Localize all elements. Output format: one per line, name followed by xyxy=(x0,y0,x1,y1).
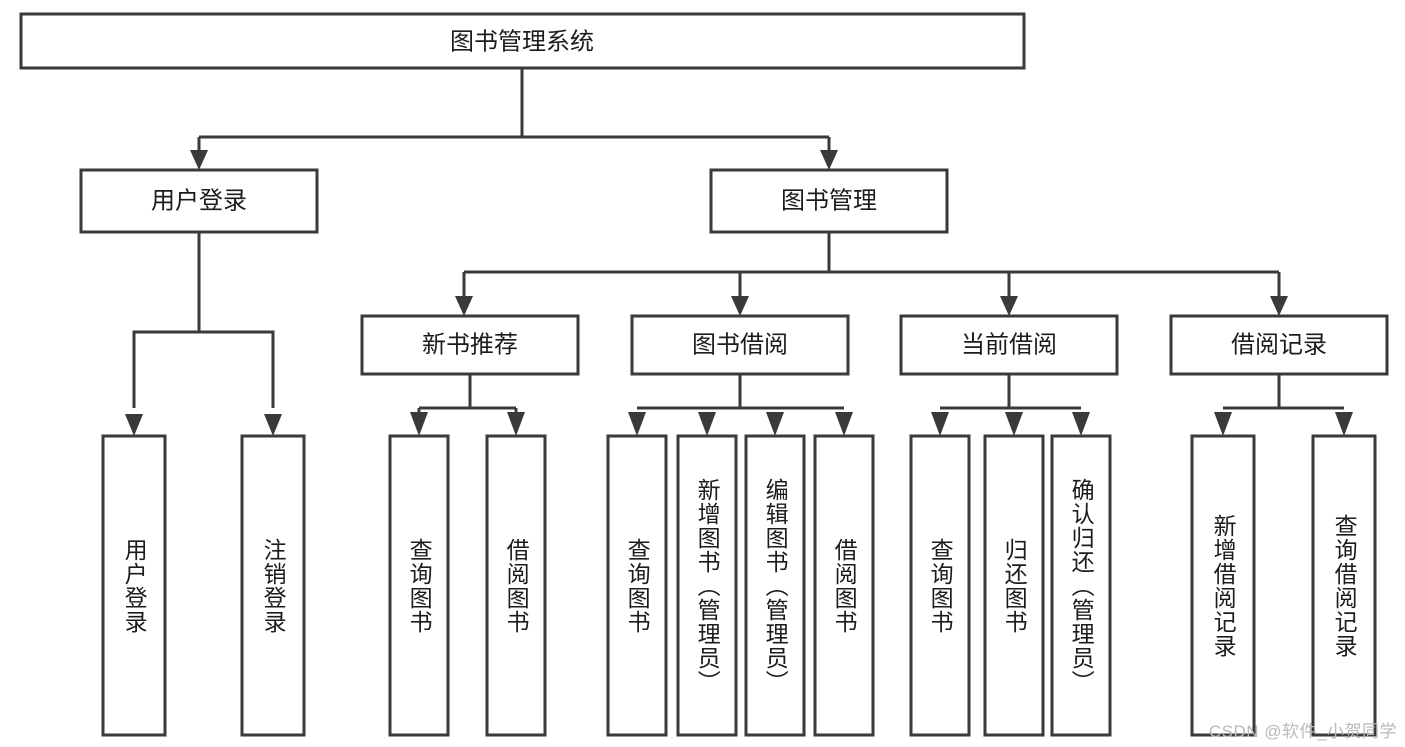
leaf-user-login-box[interactable] xyxy=(101,434,167,737)
leaf-query-book-borrow-box[interactable] xyxy=(606,434,668,737)
leaf-logout-box[interactable] xyxy=(240,434,306,737)
node-root-label: 图书管理系统 xyxy=(450,28,594,55)
node-borrow-record-box[interactable] xyxy=(1169,314,1389,376)
connectors-layer xyxy=(125,68,1353,436)
node-book-borrow-box[interactable] xyxy=(630,314,850,376)
node-current-borrow-box[interactable] xyxy=(899,314,1119,376)
leaf-query-book-rec-box[interactable] xyxy=(388,434,450,737)
arrow-to-leaf-edit-book xyxy=(766,412,784,436)
arrow-to-leaf-query-borrow-record xyxy=(1335,412,1353,436)
leaf-borrow-book-box[interactable] xyxy=(813,434,875,737)
arrow-to-leaf-user-login xyxy=(125,414,143,436)
arrow-to-leaf-borrow-book-rec xyxy=(507,412,525,436)
leaf-confirm-return-box[interactable] xyxy=(1050,434,1112,737)
node-borrow-record-label: 借阅记录 xyxy=(1231,331,1327,358)
leaf-add-book-box[interactable] xyxy=(676,434,738,737)
arrow-to-leaf-borrow-book xyxy=(835,412,853,436)
arrow-to-leaf-query-book-borrow xyxy=(628,412,646,436)
node-user-login-box[interactable] xyxy=(79,168,319,234)
node-root-box[interactable] xyxy=(19,12,1026,70)
arrow-to-leaf-query-book-cur xyxy=(931,412,949,436)
leaf-edit-book-box[interactable] xyxy=(744,434,806,737)
leaf-query-borrow-record-box[interactable] xyxy=(1311,434,1377,737)
arrow-to-book-borrow xyxy=(731,296,749,316)
arrow-to-current-borrow xyxy=(1000,296,1018,316)
arrow-to-leaf-add-book xyxy=(698,412,716,436)
leaf-borrow-book-rec-box[interactable] xyxy=(485,434,547,737)
node-book-manage-box[interactable] xyxy=(709,168,949,234)
arrow-to-leaf-confirm-return xyxy=(1072,412,1090,436)
arrow-to-leaf-query-book-rec xyxy=(410,412,428,436)
leaf-add-borrow-record-box[interactable] xyxy=(1190,434,1256,737)
arrow-to-leaf-add-borrow-record xyxy=(1214,412,1232,436)
leaf-return-book-box[interactable] xyxy=(983,434,1045,737)
edge-userlogin-bar xyxy=(134,330,275,408)
node-book-borrow-label: 图书借阅 xyxy=(692,331,788,358)
arrow-to-borrow-record xyxy=(1270,296,1288,316)
arrow-to-new-book-rec xyxy=(455,296,473,316)
watermark-text: CSDN @软件_小贺同学 xyxy=(1208,722,1397,741)
arrow-to-user-login xyxy=(190,150,208,170)
leaf-nodes-layer xyxy=(101,434,1377,737)
arrow-to-leaf-logout xyxy=(264,414,282,436)
node-user-login-label: 用户登录 xyxy=(151,187,247,214)
node-new-book-rec-box[interactable] xyxy=(360,314,580,376)
node-current-borrow-label: 当前借阅 xyxy=(961,331,1057,358)
leaf-query-book-cur-box[interactable] xyxy=(909,434,971,737)
edge-userlogin-trunk xyxy=(132,232,201,408)
node-new-book-rec-label: 新书推荐 xyxy=(422,331,518,358)
arrow-to-book-manage xyxy=(820,150,838,170)
arrow-to-leaf-return-book xyxy=(1005,412,1023,436)
node-book-manage-label: 图书管理 xyxy=(781,187,877,214)
nodes-layer: 图书管理系统 用户登录 图书管理 新书推荐 图书借阅 当前借阅 借阅记录 xyxy=(19,12,1389,376)
